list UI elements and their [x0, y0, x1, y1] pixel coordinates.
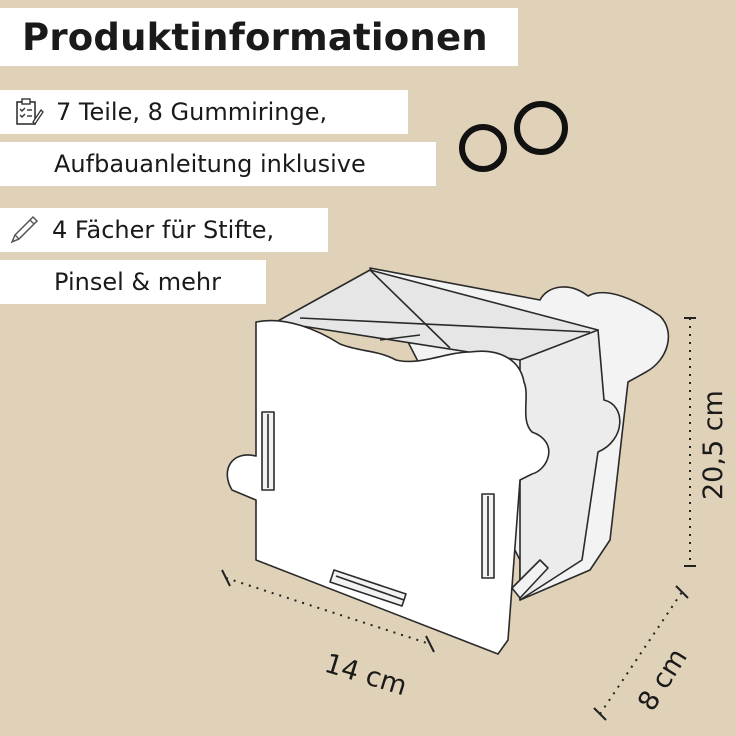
info-parts-line1-panel: 7 Teile, 8 Gummiringe, [0, 90, 408, 134]
checklist-icon [12, 96, 44, 128]
dimension-height-label: 20,5 cm [698, 390, 729, 500]
info-parts-line2-panel: Aufbauanleitung inklusive [0, 142, 436, 186]
info-parts-line2: Aufbauanleitung inklusive [54, 150, 366, 178]
rubber-rings-icon [459, 101, 568, 172]
right-side-panel [519, 329, 621, 601]
title-panel: Produktinformationen [0, 8, 518, 66]
front-panel [226, 319, 550, 655]
info-compartments-line1-panel: 4 Fächer für Stifte, [0, 208, 328, 252]
inner-compartments [275, 269, 599, 361]
dimension-lines [221, 317, 696, 721]
info-compartments-line2: Pinsel & mehr [54, 268, 221, 296]
pen-holder-drawing [226, 267, 670, 655]
info-parts-line1: 7 Teile, 8 Gummiringe, [56, 98, 328, 126]
pencil-icon [8, 214, 40, 246]
page-title: Produktinformationen [22, 15, 488, 59]
slot-side [511, 559, 549, 599]
dim-depth-line [599, 591, 683, 715]
info-compartments-line2-panel: Pinsel & mehr [0, 260, 266, 304]
info-compartments-line1: 4 Fächer für Stifte, [52, 216, 275, 244]
